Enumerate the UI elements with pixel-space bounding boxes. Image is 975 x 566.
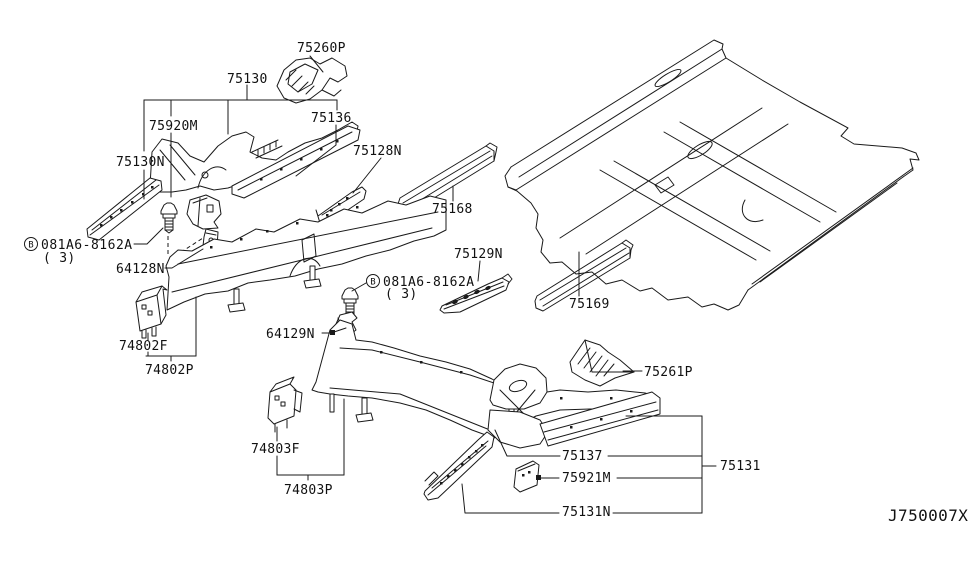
part-label-75260P[interactable]: 75260P <box>297 41 346 56</box>
part-label-64129N[interactable]: 64129N <box>266 327 315 342</box>
drawing-75130N-rail <box>86 177 163 241</box>
part-label-75128N[interactable]: 75128N <box>353 144 402 159</box>
drawing-74803F-bracket <box>267 376 303 433</box>
bolt-081A6-left-drawing <box>160 202 178 234</box>
part-label-64128N[interactable]: 64128N <box>116 262 165 277</box>
drawing-75129N-rail <box>439 273 513 314</box>
bolt1-target-dashed-line <box>174 237 204 257</box>
bolt-symbol-letter: B <box>28 241 33 251</box>
circled-b-icon <box>24 237 38 251</box>
floor-panel-drawing <box>504 39 920 311</box>
part-label-74803F[interactable]: 74803F <box>251 442 300 457</box>
part-label-75168[interactable]: 75168 <box>432 202 473 217</box>
part-label-75131[interactable]: 75131 <box>720 459 761 474</box>
part-label-75130N[interactable]: 75130N <box>116 155 165 170</box>
drawing-75131N-rail <box>423 431 495 501</box>
drawing-75260P-bracket <box>276 57 348 104</box>
part-label-75921M[interactable]: 75921M <box>562 471 611 486</box>
bolt-081A6-right-drawing <box>341 287 359 318</box>
part-label-75131N[interactable]: 75131N <box>562 505 611 520</box>
drawing-75130-member <box>149 121 361 199</box>
callout-lines <box>133 55 717 514</box>
part-label-75130[interactable]: 75130 <box>227 72 268 87</box>
bolt-part-number: 081A6-8162A <box>383 275 475 290</box>
part-label-75129N[interactable]: 75129N <box>454 247 503 262</box>
part-label-75261P[interactable]: 75261P <box>644 365 693 380</box>
drawing-75920M-bracket <box>186 194 222 230</box>
bolt-quantity: ( 3) <box>385 287 418 302</box>
diagram-code: J750007X <box>888 506 968 525</box>
circled-b-icon <box>366 274 380 288</box>
bolt-quantity: ( 3) <box>43 251 76 266</box>
part-label-75136[interactable]: 75136 <box>311 111 352 126</box>
bolt-callout-center[interactable]: B 081A6-8162A ( 3) <box>366 274 475 303</box>
part-label-75169[interactable]: 75169 <box>569 297 610 312</box>
part-label-75920M[interactable]: 75920M <box>149 119 198 134</box>
drawing-74802F-bracket <box>135 285 168 339</box>
drawing-75261P-gusset <box>569 339 635 387</box>
part-label-75137[interactable]: 75137 <box>562 449 603 464</box>
bolt-callout-left[interactable]: B 081A6-8162A ( 3) <box>24 237 133 267</box>
drawing-75921M-plate <box>513 460 540 493</box>
part-label-74802F[interactable]: 74802F <box>119 339 168 354</box>
drawing-75131-assembly <box>487 363 661 449</box>
part-label-74802P[interactable]: 74802P <box>145 363 194 378</box>
bolt-part-number: 081A6-8162A <box>41 238 133 253</box>
drawing-75169-sill <box>534 239 634 312</box>
drawing-left-side-member-assembly <box>165 195 447 313</box>
bolt-symbol-letter: B <box>370 278 375 288</box>
part-label-74803P[interactable]: 74803P <box>284 483 333 498</box>
